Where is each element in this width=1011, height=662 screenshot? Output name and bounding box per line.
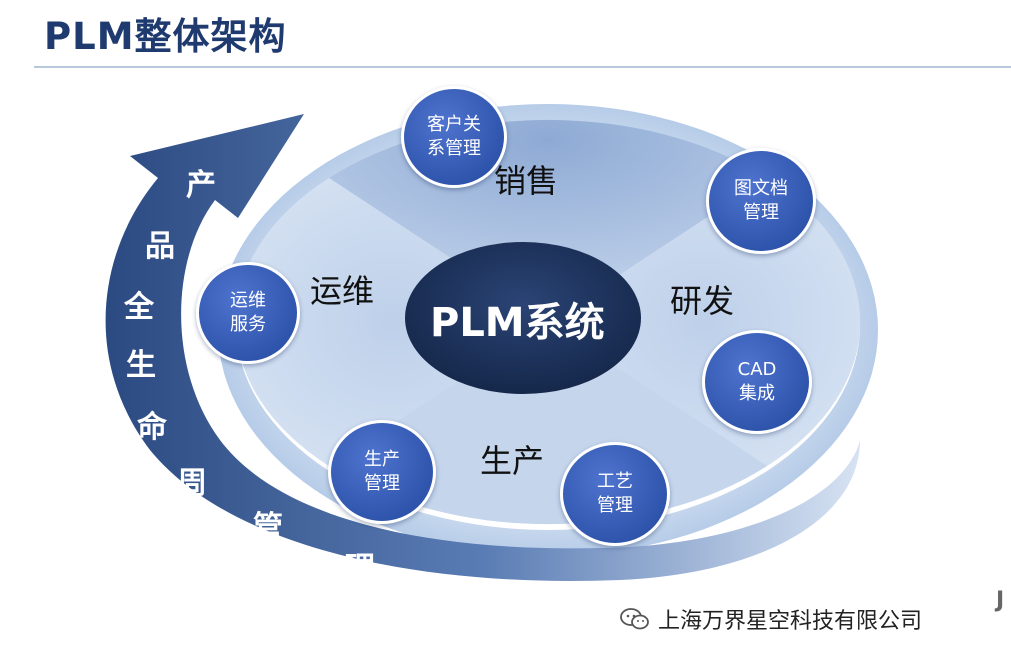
core-ellipse (405, 242, 641, 394)
segment-production: 生产 (480, 442, 545, 480)
core-label: PLM系统 (430, 300, 605, 346)
bubble-crm: 客户关 系管理 (401, 86, 507, 188)
lifecycle-char: 生 (126, 348, 156, 383)
lifecycle-char: 周 (177, 466, 207, 501)
quadrant-ops (235, 178, 548, 466)
segment-ops: 运维 (310, 272, 375, 310)
bubble-production-management: 生产 管理 (328, 420, 436, 524)
title-divider (34, 66, 1011, 68)
segment-sales: 销售 (494, 162, 559, 200)
watermark-footer: 上海万界星空科技有限公司 (620, 603, 922, 635)
lifecycle-char: 命 (137, 410, 167, 445)
bubble-process-management: 工艺 管理 (560, 442, 670, 546)
edge-mark: J (996, 588, 1005, 613)
lifecycle-char: 全 (124, 290, 154, 325)
lifecycle-arrow (105, 114, 860, 581)
lifecycle-char: 管 (253, 510, 283, 545)
lifecycle-char: 产 (186, 168, 216, 203)
company-name: 上海万界星空科技有限公司 (658, 609, 923, 634)
lifecycle-char: 品 (145, 229, 175, 264)
page-title: PLM整体架构 (44, 15, 287, 58)
lifecycle-char: 理 (345, 551, 375, 586)
segment-rd: 研发 (670, 282, 735, 320)
wechat-icon (620, 608, 649, 630)
bubble-cad-integration: CAD 集成 (702, 330, 812, 434)
bubble-doc-management: 图文档 管理 (706, 148, 816, 254)
bubble-om-service: 运维 服务 (196, 262, 300, 364)
